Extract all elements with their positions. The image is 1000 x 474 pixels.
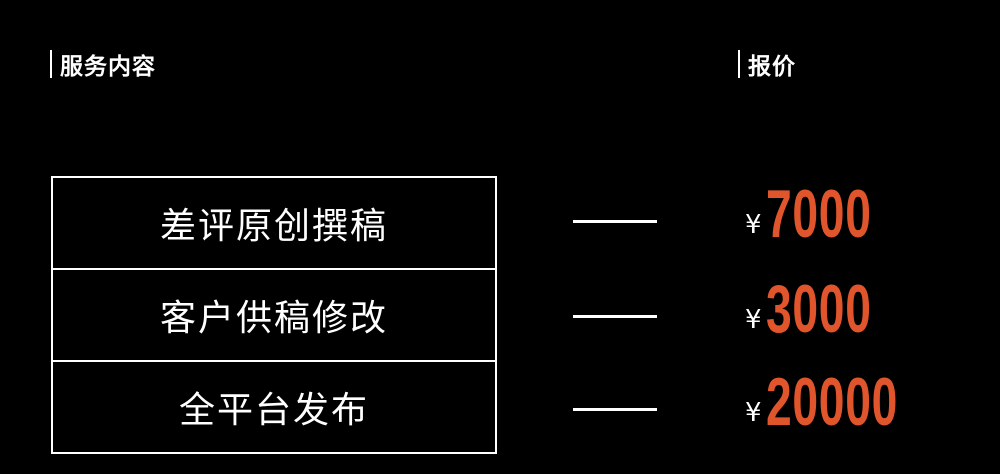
price-original-writing: ¥ 7000 — [745, 178, 921, 248]
connector-dash — [573, 408, 657, 411]
price-client-draft-revision: ¥ 3000 — [745, 273, 921, 343]
connector-dash — [573, 315, 657, 318]
service-row-original-writing: 差评原创撰稿 — [159, 206, 388, 247]
service-table: 差评原创撰稿 客户供稿修改 全平台发布 — [51, 176, 497, 454]
price-amount: 3000 — [765, 271, 872, 347]
currency-symbol: ¥ — [745, 210, 762, 240]
price-amount: 20000 — [765, 364, 898, 440]
currency-symbol: ¥ — [745, 305, 762, 335]
price-header-label: 报价 — [748, 54, 796, 80]
service-header-label: 服务内容 — [60, 54, 156, 80]
service-row-client-draft-revision: 客户供稿修改 — [53, 268, 495, 360]
price-amount: 7000 — [765, 176, 872, 252]
price-header: 报价 — [738, 48, 796, 80]
header-divider — [738, 50, 740, 78]
currency-symbol: ¥ — [745, 398, 762, 428]
price-all-platform-publish: ¥ 20000 — [745, 366, 960, 436]
header-divider — [50, 50, 52, 78]
connector-dash — [573, 220, 657, 223]
service-row-all-platform-publish: 全平台发布 — [53, 360, 495, 452]
service-header: 服务内容 — [50, 48, 156, 80]
